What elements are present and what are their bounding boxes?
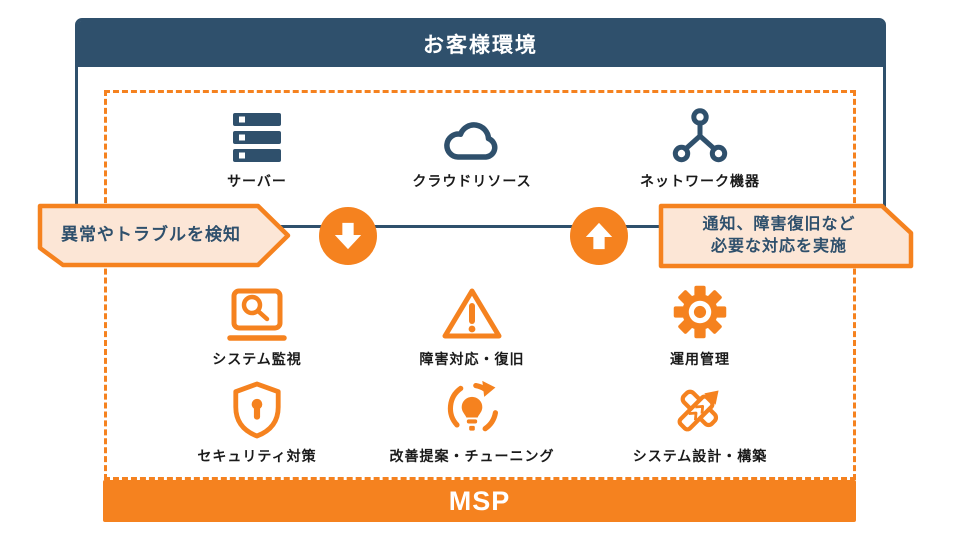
msp-item-design: システム設計・構築 bbox=[590, 381, 810, 466]
customer-item-label: サーバー bbox=[227, 173, 287, 189]
up-arrow-icon bbox=[570, 207, 628, 265]
msp-item-monitoring: システム監視 bbox=[147, 284, 367, 369]
msp-footer-bar: MSP bbox=[103, 480, 856, 522]
customer-item-label: ネットワーク機器 bbox=[640, 173, 760, 189]
design-tools-icon bbox=[670, 381, 730, 439]
tuning-bulb-icon bbox=[442, 380, 502, 439]
shield-lock-icon bbox=[230, 381, 284, 439]
monitor-search-icon bbox=[227, 284, 287, 342]
msp-zone-border bbox=[104, 90, 856, 480]
msp-item-label: セキュリティ対策 bbox=[197, 448, 317, 464]
msp-item-incident: 障害対応・復旧 bbox=[362, 284, 582, 369]
gear-icon bbox=[670, 284, 730, 342]
network-icon bbox=[672, 106, 728, 164]
msp-item-operations: 運用管理 bbox=[590, 284, 810, 369]
msp-item-security: セキュリティ対策 bbox=[147, 381, 367, 466]
msp-item-tuning: 改善提案・チューニング bbox=[362, 380, 582, 466]
respond-callout: 通知、障害復旧など 必要な対応を実施 bbox=[658, 203, 914, 269]
cloud-icon bbox=[440, 106, 504, 164]
respond-callout-line1: 通知、障害復旧など bbox=[702, 216, 856, 234]
down-arrow-icon bbox=[319, 207, 377, 265]
msp-item-label: システム設計・構築 bbox=[632, 448, 768, 464]
msp-item-label: 改善提案・チューニング bbox=[389, 448, 555, 464]
customer-item-network: ネットワーク機器 bbox=[590, 106, 810, 191]
customer-environment-title: お客様環境 bbox=[423, 34, 538, 57]
customer-environment-box: お客様環境 bbox=[75, 18, 886, 228]
msp-item-label: 運用管理 bbox=[670, 351, 730, 367]
customer-item-label: クラウドリソース bbox=[412, 173, 532, 189]
msp-item-label: システム監視 bbox=[212, 351, 302, 367]
detect-callout: 異常やトラブルを検知 bbox=[37, 203, 291, 268]
msp-item-label: 障害対応・復旧 bbox=[419, 351, 525, 367]
customer-environment-header: お客様環境 bbox=[78, 21, 883, 67]
server-icon bbox=[228, 106, 286, 164]
respond-callout-line2: 必要な対応を実施 bbox=[710, 238, 847, 255]
customer-item-cloud: クラウドリソース bbox=[362, 106, 582, 191]
warning-icon bbox=[440, 284, 504, 342]
customer-item-server: サーバー bbox=[147, 106, 367, 191]
msp-footer-label: MSP bbox=[448, 485, 511, 516]
detect-callout-text: 異常やトラブルを検知 bbox=[61, 225, 241, 245]
